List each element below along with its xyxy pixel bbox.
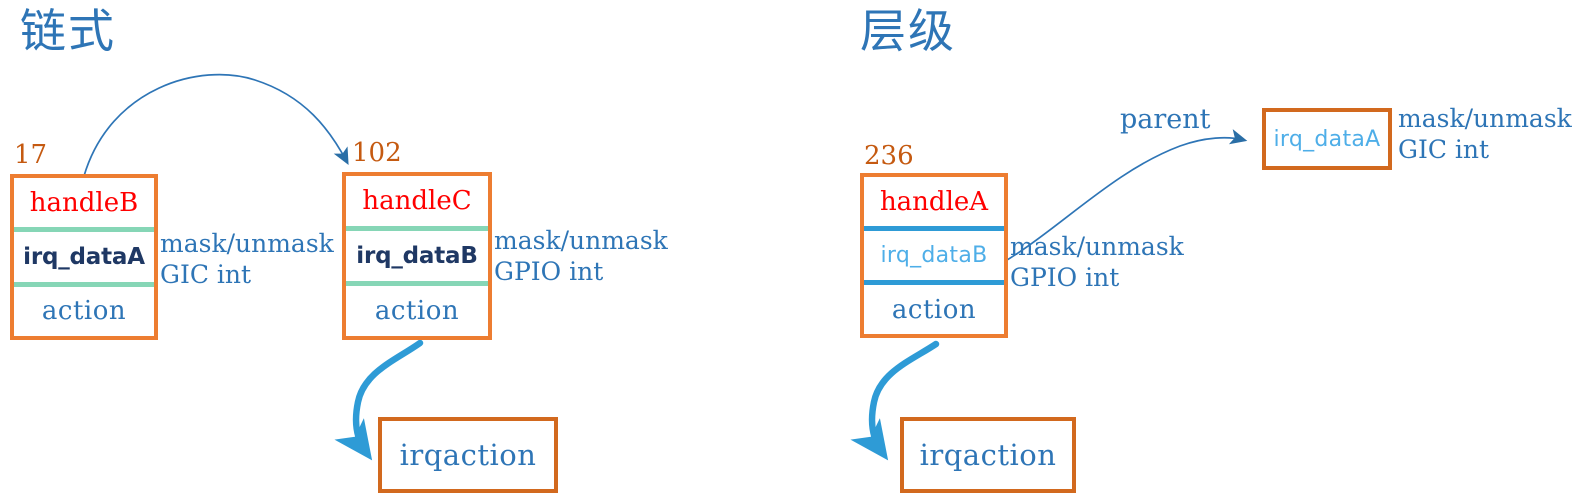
action-label: action [891,294,977,325]
desc-box-handleC[interactable]: handleC irq_dataB action [342,172,492,340]
slot-irq-data: irq_dataB [346,226,488,281]
slot-irq-data: irq_dataB [864,226,1004,280]
irq-number-102: 102 [352,138,402,168]
action-label: action [374,296,460,326]
slot-irq-data: irq_dataA [14,227,154,281]
irq-data-label: irq_dataB [880,243,988,268]
irq-data-label: irq_dataB [356,243,478,269]
annotation-line-2: GPIO int [494,256,604,286]
handle-label: handleB [29,187,139,218]
annotation-gpio-int-left: mask/unmask GPIO int [494,226,668,288]
annotation-gic-int-left: mask/unmask GIC int [160,229,334,291]
handle-label: handleC [362,186,472,216]
irq-number-17: 17 [14,140,48,170]
annotation-line-2: GPIO int [1010,262,1120,292]
irqaction-label: irqaction [919,438,1057,472]
section-title-hierarchical: 层级 [860,4,956,58]
annotation-line-1: mask/unmask [494,226,668,255]
section-title-chained: 链式 [20,4,116,58]
slot-action: action [14,281,154,336]
irqaction-box-chained[interactable]: irqaction [378,417,558,493]
action-label: action [41,296,127,327]
annotation-line-1: mask/unmask [160,229,334,258]
annotation-line-1: mask/unmask [1010,232,1184,261]
parent-irq-data-label: irq_dataA [1273,126,1381,152]
irqaction-box-hierarchical[interactable]: irqaction [900,417,1076,493]
slot-handle: handleA [864,177,1004,226]
parent-irq-data-box[interactable]: irq_dataA [1262,108,1392,170]
annotation-line-1: mask/unmask [1398,104,1572,133]
parent-edge-label: parent [1120,104,1211,135]
annotation-line-2: GIC int [1398,134,1490,164]
arc-chained-handleB-to-handleC [83,73,349,177]
slot-handle: handleB [14,178,154,227]
irq-data-label: irq_dataA [23,243,145,270]
annotation-line-2: GIC int [160,259,252,289]
desc-box-handleB[interactable]: handleB irq_dataA action [10,174,158,340]
annotation-gpio-int-right: mask/unmask GPIO int [1010,232,1184,294]
slot-handle: handleC [346,176,488,226]
slot-action: action [864,280,1004,334]
slot-action: action [346,281,488,336]
irqaction-label: irqaction [399,438,537,472]
annotation-gic-int-right: mask/unmask GIC int [1398,104,1572,166]
desc-box-handleA[interactable]: handleA irq_dataB action [860,173,1008,338]
handle-label: handleA [879,186,989,217]
irq-number-236: 236 [864,141,914,171]
